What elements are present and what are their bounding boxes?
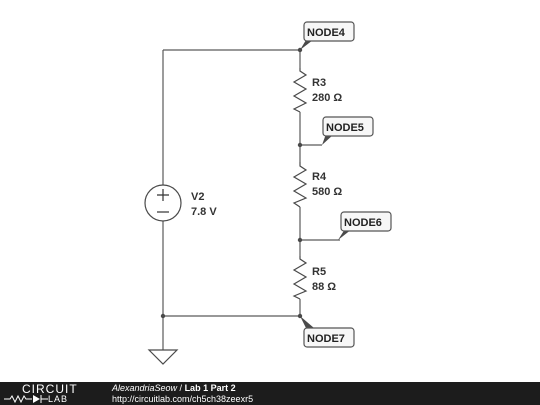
- circuit-schematic: V2 7.8 V R3 280 Ω R4 580 Ω R5 88 Ω NODE4…: [144, 21, 392, 365]
- node6-text: NODE6: [344, 217, 382, 229]
- junction-ground: [160, 313, 166, 319]
- r4-value: 580 Ω: [312, 186, 342, 198]
- resistor-r4[interactable]: [292, 162, 308, 208]
- r5-name: R5: [312, 266, 326, 278]
- title-separator: /: [177, 383, 185, 393]
- r3-value: 280 Ω: [312, 92, 342, 104]
- node5-text: NODE5: [326, 122, 364, 134]
- node7-text: NODE7: [307, 333, 345, 345]
- footer-bar: CIRCUIT LAB AlexandriaSeow / Lab 1 Part …: [0, 382, 540, 405]
- wires: [162, 49, 340, 350]
- v2-name: V2: [191, 191, 204, 203]
- voltage-source-v2[interactable]: [144, 184, 182, 222]
- node-label-node7[interactable]: NODE7: [300, 316, 355, 348]
- resistor-diode-icon: [4, 394, 48, 404]
- author-link[interactable]: AlexandriaSeow: [112, 383, 178, 393]
- node-label-node5[interactable]: NODE5: [322, 116, 374, 145]
- junction-node6: [297, 237, 303, 243]
- circuitlab-logo[interactable]: CIRCUIT LAB: [4, 383, 104, 404]
- logo-top-text: CIRCUIT: [22, 382, 78, 396]
- r4-name: R4: [312, 171, 327, 183]
- node-label-node6[interactable]: NODE6: [338, 211, 392, 240]
- resistor-r5[interactable]: [292, 256, 308, 300]
- junction-node5: [297, 142, 303, 148]
- logo-bottom-text: LAB: [48, 394, 69, 404]
- r5-value: 88 Ω: [312, 281, 336, 293]
- plus-sign-icon: [157, 189, 169, 201]
- node4-text: NODE4: [307, 27, 346, 39]
- footer-title-line: AlexandriaSeow / Lab 1 Part 2: [112, 383, 236, 394]
- ground-icon: [147, 349, 179, 365]
- resistor-r3[interactable]: [292, 68, 308, 113]
- circuit-url-link[interactable]: http://circuitlab.com/ch5ch38zeexr5: [112, 394, 254, 404]
- circuit-title: Lab 1 Part 2: [184, 383, 236, 393]
- v2-value: 7.8 V: [191, 206, 217, 218]
- node-label-node4[interactable]: NODE4: [300, 21, 355, 50]
- r3-name: R3: [312, 77, 326, 89]
